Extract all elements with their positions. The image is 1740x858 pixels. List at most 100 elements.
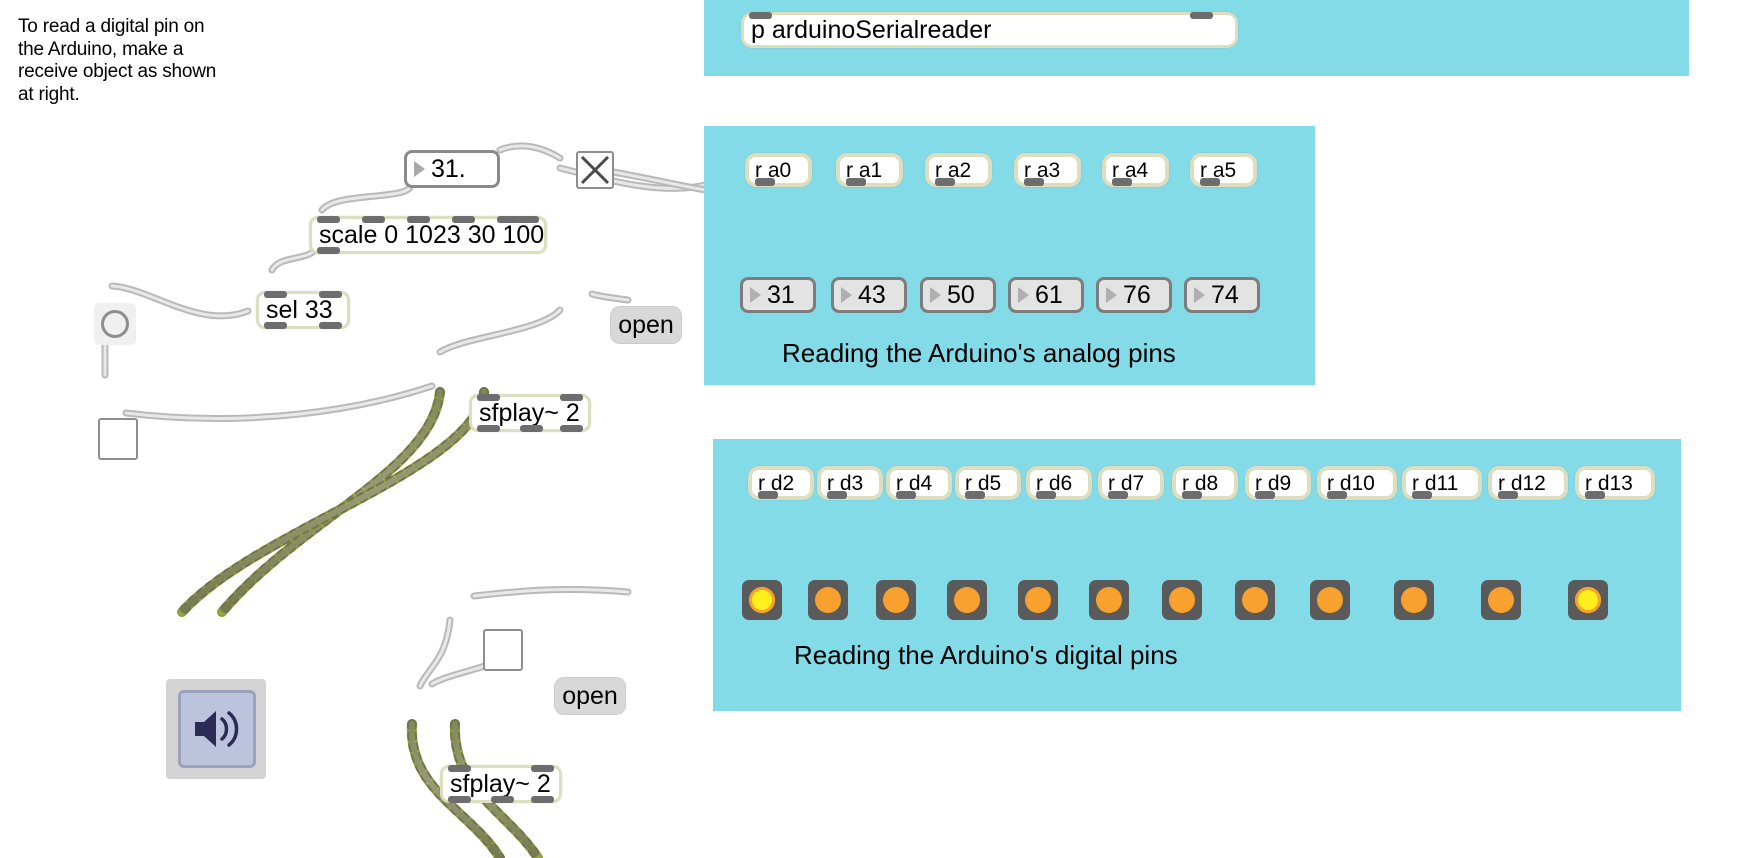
outlet-nub — [1255, 491, 1275, 499]
numbox-value: 50 — [947, 280, 975, 309]
open-message-lower[interactable]: open — [554, 677, 626, 715]
outlet-nub — [755, 178, 775, 186]
bang-circle-icon — [100, 309, 130, 339]
receive-object-d10[interactable]: r d10 — [1317, 466, 1397, 500]
instruction-comment: To read a digital pin on the Arduino, ma… — [18, 16, 217, 105]
receive-object-d5[interactable]: r d5 — [955, 466, 1021, 500]
outlet-nub — [1585, 491, 1605, 499]
receive-object-a5[interactable]: r a5 — [1190, 153, 1257, 187]
inlet-nub — [477, 394, 500, 401]
number-box-a5[interactable]: 74 — [1184, 277, 1260, 313]
led-d10[interactable] — [1310, 580, 1350, 620]
receive-object-d8[interactable]: r d8 — [1172, 466, 1238, 500]
toggle-object[interactable] — [576, 151, 614, 189]
receive-object-d7[interactable]: r d7 — [1098, 466, 1164, 500]
receive-label: r a5 — [1200, 158, 1237, 182]
inlet-nub — [516, 216, 539, 223]
receive-object-a3[interactable]: r a3 — [1014, 153, 1081, 187]
led-d13[interactable] — [1568, 580, 1608, 620]
number-box-a4[interactable]: 76 — [1096, 277, 1172, 313]
signal-outlet-nub — [448, 796, 471, 803]
outlet-nub — [1036, 491, 1056, 499]
white-button-lower[interactable] — [483, 629, 523, 671]
receive-object-d13[interactable]: r d13 — [1575, 466, 1655, 500]
speaker-icon — [195, 711, 239, 747]
receive-object-a4[interactable]: r a4 — [1102, 153, 1169, 187]
subpatch-arduinoserialreader[interactable]: p arduinoSerialreader — [741, 12, 1238, 48]
receive-object-d9[interactable]: r d9 — [1245, 466, 1311, 500]
scale-label: scale 0 1023 30 100 — [319, 220, 545, 249]
receive-object-d4[interactable]: r d4 — [886, 466, 952, 500]
numbox-triangle-icon — [1018, 287, 1029, 303]
led-d6[interactable] — [1018, 580, 1058, 620]
led-d2[interactable] — [742, 580, 782, 620]
numbox-value: 31 — [767, 280, 795, 309]
receive-label: r d13 — [1585, 471, 1633, 495]
subpatch-label: p arduinoSerialreader — [751, 15, 992, 44]
led-d5[interactable] — [947, 580, 987, 620]
inlet-nub — [407, 216, 430, 223]
receive-label: r d11 — [1412, 471, 1459, 495]
ezdac-object[interactable] — [178, 690, 256, 768]
sfplay-object-upper[interactable]: sfplay~ 2 — [469, 394, 591, 432]
led-d9[interactable] — [1235, 580, 1275, 620]
led-indicator — [1574, 586, 1602, 614]
message-label: open — [618, 310, 674, 339]
receive-object-d11[interactable]: r d11 — [1402, 466, 1482, 500]
led-indicator — [748, 586, 776, 614]
outlet-nub — [1108, 491, 1128, 499]
receive-object-d6[interactable]: r d6 — [1026, 466, 1092, 500]
receive-label: r d12 — [1498, 471, 1546, 495]
number-box-a0[interactable]: 31 — [740, 277, 816, 313]
scale-object[interactable]: scale 0 1023 30 100 — [309, 216, 547, 254]
flonum-value: 31. — [431, 154, 466, 183]
signal-outlet-nub — [477, 425, 500, 432]
receive-object-d3[interactable]: r d3 — [817, 466, 883, 500]
inlet-nub — [362, 216, 385, 223]
led-indicator — [1316, 586, 1344, 614]
outlet-nub — [1190, 12, 1213, 19]
sel-object[interactable]: sel 33 — [256, 291, 350, 329]
inlet-nub — [317, 216, 340, 223]
receive-label: r a4 — [1112, 158, 1149, 182]
signal-outlet-nub — [491, 796, 514, 803]
led-indicator — [1487, 586, 1515, 614]
message-label: open — [562, 681, 618, 710]
outlet-nub — [1327, 491, 1347, 499]
receive-object-d2[interactable]: r d2 — [748, 466, 814, 500]
numbox-triangle-icon — [930, 287, 941, 303]
led-d4[interactable] — [876, 580, 916, 620]
led-d7[interactable] — [1089, 580, 1129, 620]
inlet-nub — [264, 291, 287, 298]
outlet-nub — [560, 425, 583, 432]
receive-object-d12[interactable]: r d12 — [1488, 466, 1568, 500]
led-d3[interactable] — [808, 580, 848, 620]
receive-object-a1[interactable]: r a1 — [836, 153, 903, 187]
sfplay-label: sfplay~ 2 — [479, 398, 580, 427]
outlet-nub — [935, 178, 955, 186]
receive-object-a0[interactable]: r a0 — [745, 153, 812, 187]
open-message-upper[interactable]: open — [610, 306, 682, 344]
outlet-nub — [264, 322, 287, 329]
bang-object[interactable] — [94, 303, 136, 345]
led-indicator — [953, 586, 981, 614]
led-d11[interactable] — [1394, 580, 1434, 620]
receive-label: r d7 — [1108, 471, 1145, 495]
led-d12[interactable] — [1481, 580, 1521, 620]
inlet-nub — [749, 12, 772, 19]
led-indicator — [814, 586, 842, 614]
numbox-value: 43 — [858, 280, 886, 309]
receive-label: r d3 — [827, 471, 864, 495]
led-d8[interactable] — [1162, 580, 1202, 620]
x-icon — [580, 155, 610, 185]
receive-object-a2[interactable]: r a2 — [925, 153, 992, 187]
numbox-value: 74 — [1211, 280, 1239, 309]
float-number-box[interactable]: 31. — [404, 150, 500, 188]
number-box-a1[interactable]: 43 — [831, 277, 907, 313]
number-box-a2[interactable]: 50 — [920, 277, 996, 313]
number-box-a3[interactable]: 61 — [1008, 277, 1084, 313]
white-button-upper[interactable] — [98, 418, 138, 460]
sfplay-object-lower[interactable]: sfplay~ 2 — [440, 765, 562, 803]
outlet-nub — [1412, 491, 1432, 499]
